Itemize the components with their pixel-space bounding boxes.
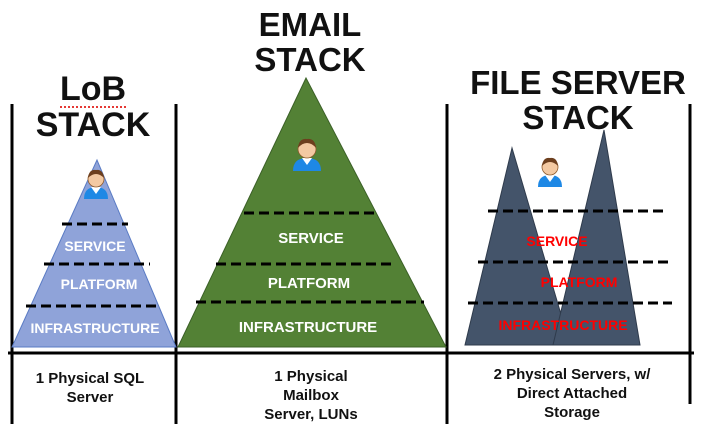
file-server-stack-caption: 2 Physical Servers, w/ Direct Attached S… bbox=[448, 366, 696, 422]
file-caption-line-1: 2 Physical Servers, w/ bbox=[493, 366, 651, 383]
email-stack-title: EMAIL STACK bbox=[190, 6, 430, 78]
lob-layer-platform: PLATFORM bbox=[61, 276, 138, 292]
lob-stack-title: LoB STACK bbox=[18, 72, 168, 144]
file-layer-service: SERVICE bbox=[526, 233, 587, 249]
lob-stack-pyramid: SERVICE PLATFORM INFRASTRUCTURE bbox=[11, 158, 177, 348]
email-stack-pyramid: SERVICE PLATFORM INFRASTRUCTURE bbox=[177, 76, 447, 348]
email-layer-service: SERVICE bbox=[278, 230, 344, 247]
file-pyramid-shape-left bbox=[464, 146, 571, 346]
lob-stack-caption: 1 Physical SQL Server bbox=[10, 370, 170, 408]
email-caption-line-2: Mailbox bbox=[283, 386, 339, 404]
lob-layer-service: SERVICE bbox=[64, 238, 125, 254]
file-layer-infrastructure: INFRASTRUCTURE bbox=[498, 317, 627, 333]
file-server-stack-pyramids: SERVICE PLATFORM INFRASTRUCTURE bbox=[464, 129, 672, 346]
lob-title-line-2: STACK bbox=[35, 106, 151, 144]
file-title-line-1: FILE SERVER bbox=[470, 64, 686, 101]
file-caption-line-3: Storage bbox=[544, 403, 600, 421]
file-pyramid-shape-right bbox=[552, 129, 641, 346]
file-caption-line-2: Direct Attached bbox=[516, 384, 628, 402]
email-caption-line-1: 1 Physical bbox=[274, 368, 348, 385]
lob-title-line-1: LoB bbox=[59, 70, 127, 108]
lob-caption-line-2: Server bbox=[66, 388, 114, 406]
file-title-line-2: STACK bbox=[522, 98, 634, 136]
user-person-icon bbox=[293, 138, 321, 171]
file-layer-platform: PLATFORM bbox=[541, 274, 618, 290]
user-person-icon bbox=[538, 157, 562, 187]
file-server-stack-title: FILE SERVER STACK bbox=[458, 64, 698, 136]
email-title-line-2: STACK bbox=[254, 40, 366, 78]
lob-caption-line-1: 1 Physical SQL bbox=[35, 370, 145, 387]
email-layer-infrastructure: INFRASTRUCTURE bbox=[239, 319, 377, 336]
email-caption-line-3: Server, LUNs bbox=[264, 405, 358, 423]
lob-pyramid-shape bbox=[11, 158, 177, 348]
user-person-icon bbox=[84, 169, 108, 199]
email-layer-platform: PLATFORM bbox=[268, 275, 350, 292]
lob-layer-infrastructure: INFRASTRUCTURE bbox=[30, 320, 159, 336]
email-title-line-1: EMAIL bbox=[258, 6, 362, 43]
email-stack-caption: 1 Physical Mailbox Server, LUNs bbox=[180, 368, 442, 424]
